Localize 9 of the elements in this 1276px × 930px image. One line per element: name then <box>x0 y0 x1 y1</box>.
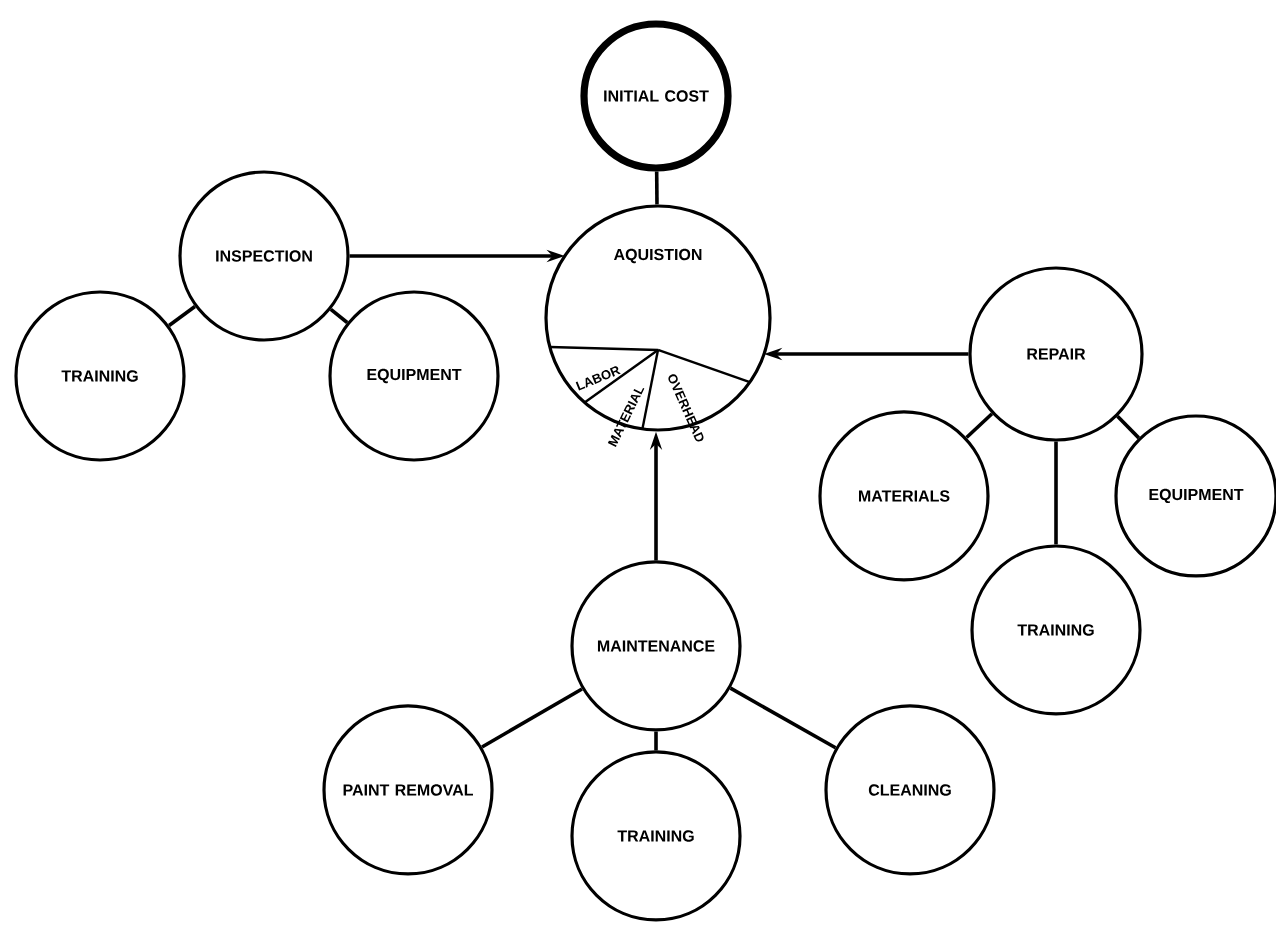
connector-line <box>481 687 583 749</box>
connector-line <box>329 308 349 324</box>
connector-line <box>1054 441 1058 545</box>
connector-line <box>729 686 837 750</box>
connector-line <box>654 171 659 205</box>
connector-line <box>1116 415 1140 440</box>
connector-line <box>168 305 196 327</box>
connector-line <box>965 412 994 439</box>
connector-line <box>654 731 658 751</box>
